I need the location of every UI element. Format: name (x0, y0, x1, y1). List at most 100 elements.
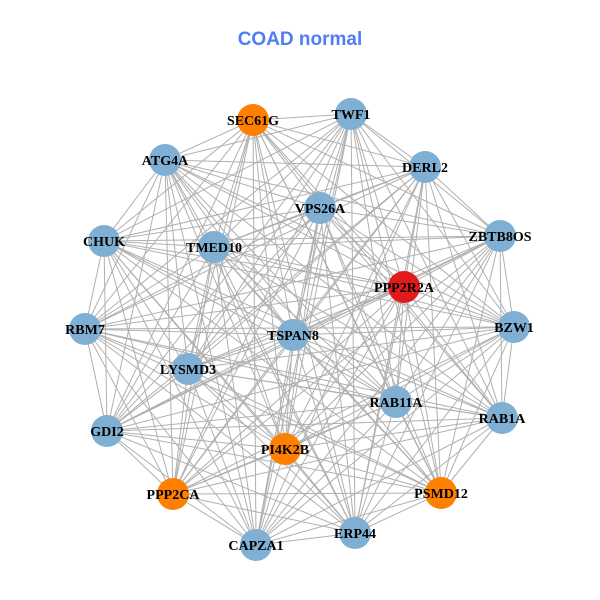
node-SEC61G: SEC61G (227, 104, 279, 136)
edge-GDI2-ERP44 (106, 430, 356, 534)
edge-TWF1-VPS26A (319, 113, 352, 209)
edge-PI4K2B-PPP2CA (172, 448, 286, 495)
edge-PPP2CA-CAPZA1 (172, 493, 257, 546)
edge-TWF1-PI4K2B (284, 113, 352, 450)
edge-VPS26A-RAB11A (319, 207, 397, 403)
edge-SEC61G-CHUK (103, 119, 254, 242)
edge-SEC61G-PPP2CA (172, 119, 254, 495)
node-circle (388, 271, 420, 303)
edge-DERL2-GDI2 (106, 166, 426, 432)
node-circle (335, 98, 367, 130)
node-circle (88, 225, 120, 257)
node-BZW1: BZW1 (494, 311, 534, 343)
node-label: PSMD12 (414, 487, 468, 502)
edge-PI4K2B-ERP44 (284, 448, 356, 534)
edge-PPP2R2A-PPP2CA (172, 286, 405, 495)
edge-TMED10-ERP44 (213, 246, 356, 534)
node-circle (237, 104, 269, 136)
edge-TSPAN8-GDI2 (106, 334, 294, 432)
node-label: LYSMD3 (160, 363, 216, 378)
chart-title: COAD normal (237, 29, 363, 50)
edge-TMED10-BZW1 (213, 246, 515, 328)
edge-ZBTB8OS-TMED10 (213, 235, 501, 248)
node-TMED10: TMED10 (186, 231, 242, 263)
edge-CHUK-TSPAN8 (103, 240, 294, 336)
edge-RAB11A-PSMD12 (395, 401, 442, 494)
edge-RAB11A-ERP44 (354, 401, 397, 534)
edge-TWF1-CHUK (103, 113, 352, 242)
edge-DERL2-ZBTB8OS (424, 166, 501, 237)
edge-TMED10-CAPZA1 (213, 246, 257, 546)
edge-CHUK-PPP2CA (103, 240, 174, 495)
edge-PPP2CA-PSMD12 (172, 492, 442, 495)
node-label: VPS26A (295, 202, 346, 217)
node-circle (172, 353, 204, 385)
edge-VPS26A-PPP2CA (172, 207, 321, 495)
edge-DERL2-BZW1 (424, 166, 515, 328)
node-circle (380, 386, 412, 418)
node-circle (69, 313, 101, 345)
edge-TSPAN8-RAB11A (292, 334, 397, 403)
edge-BZW1-GDI2 (106, 326, 515, 432)
edge-LYSMD3-CAPZA1 (187, 368, 257, 546)
edge-RAB11A-CAPZA1 (255, 401, 397, 546)
edge-RBM7-PI4K2B (84, 328, 286, 450)
edge-SEC61G-TMED10 (213, 119, 254, 248)
node-circle (339, 517, 371, 549)
node-label: SEC61G (227, 114, 279, 129)
edge-TSPAN8-ERP44 (292, 334, 356, 534)
node-PSMD12: PSMD12 (414, 477, 468, 509)
edge-TMED10-RBM7 (84, 246, 215, 330)
edge-PI4K2B-PSMD12 (284, 448, 442, 494)
edge-RBM7-RAB1A (84, 328, 503, 419)
node-circle (498, 311, 530, 343)
node-circle (484, 220, 516, 252)
edge-ZBTB8OS-RBM7 (84, 235, 501, 330)
node-circle (157, 478, 189, 510)
edge-CHUK-BZW1 (103, 240, 515, 328)
node-label: TWF1 (332, 108, 371, 123)
node-RAB1A: RAB1A (479, 402, 526, 434)
node-TWF1: TWF1 (332, 98, 371, 130)
edge-ATG4A-VPS26A (164, 159, 321, 209)
edge-RAB1A-PPP2CA (172, 417, 503, 495)
node-label: ZBTB8OS (468, 230, 531, 245)
edge-SEC61G-GDI2 (106, 119, 254, 432)
node-label: TSPAN8 (267, 329, 319, 344)
edge-VPS26A-PPP2R2A (319, 207, 405, 288)
node-PPP2R2A: PPP2R2A (374, 271, 435, 303)
node-CAPZA1: CAPZA1 (228, 529, 284, 561)
edge-RBM7-LYSMD3 (84, 328, 189, 370)
node-label: RBM7 (65, 323, 105, 338)
edge-TWF1-PPP2R2A (350, 113, 405, 288)
node-circle (149, 144, 181, 176)
node-ATG4A: ATG4A (142, 144, 189, 176)
edge-VPS26A-GDI2 (106, 207, 321, 432)
edge-TSPAN8-RAB1A (292, 334, 503, 419)
edge-RAB11A-GDI2 (106, 401, 397, 432)
edge-BZW1-TSPAN8 (292, 326, 515, 336)
edge-SEC61G-BZW1 (252, 119, 515, 328)
node-label: RAB11A (370, 396, 424, 411)
edge-CAPZA1-ERP44 (255, 532, 356, 546)
node-label: PI4K2B (261, 443, 309, 458)
edge-BZW1-ERP44 (354, 326, 515, 534)
edge-ATG4A-PPP2R2A (164, 159, 405, 288)
edge-VPS26A-LYSMD3 (187, 207, 321, 370)
edge-VPS26A-BZW1 (319, 207, 515, 328)
edge-DERL2-CHUK (103, 166, 426, 242)
edge-SEC61G-DERL2 (252, 119, 426, 168)
edge-ATG4A-LYSMD3 (164, 159, 189, 370)
edge-TWF1-RBM7 (84, 113, 352, 330)
node-CHUK: CHUK (83, 225, 125, 257)
edge-RBM7-RAB11A (84, 328, 397, 403)
edge-RAB1A-PSMD12 (440, 417, 503, 494)
edge-PI4K2B-CAPZA1 (255, 448, 286, 546)
node-circle (240, 529, 272, 561)
edge-ATG4A-GDI2 (106, 159, 166, 432)
edge-BZW1-PSMD12 (440, 326, 515, 494)
edge-DERL2-CAPZA1 (255, 166, 426, 546)
node-circle (91, 415, 123, 447)
edge-VPS26A-CHUK (103, 207, 321, 242)
edge-GDI2-PSMD12 (106, 430, 442, 494)
